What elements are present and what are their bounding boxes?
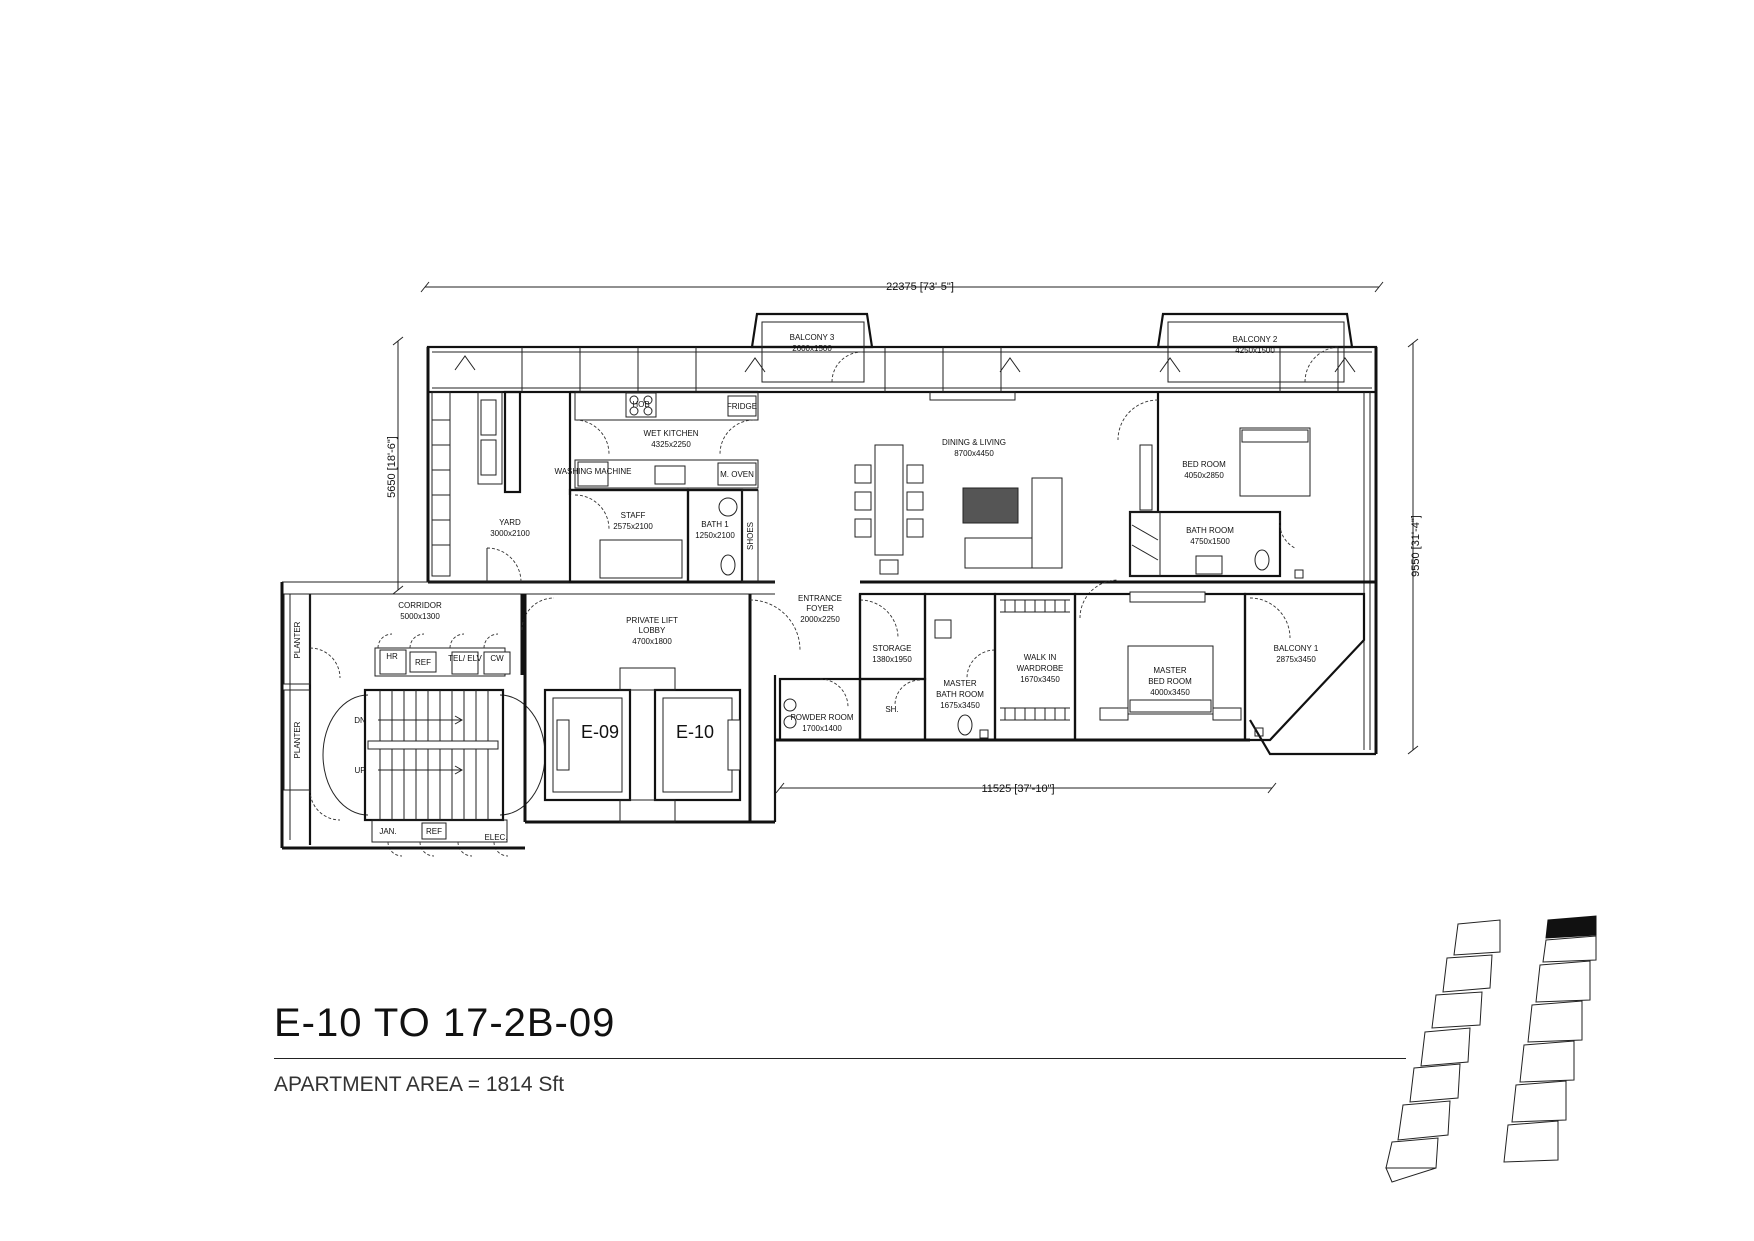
powder-room-label: POWDER ROOM: [790, 713, 853, 722]
dining-living-size: 8700x4450: [954, 449, 994, 458]
dim-overall-width: 22375 [73'-5"]: [886, 281, 954, 293]
entrance-foyer-label: ENTRANCE: [798, 594, 842, 603]
dim-right-height: 9550 [31'-4"]: [1410, 515, 1422, 577]
bathroom-label: BATH ROOM: [1186, 526, 1234, 535]
walk-in-wardrobe-label: WALK IN: [1024, 653, 1057, 662]
exterior-walls: BALCONY 3 2600x1500 BALCONY 2 4250x1500: [282, 312, 1378, 756]
walk-in-wardrobe-label2: WARDROBE: [1017, 664, 1064, 673]
wardrobe-hangers: [1000, 599, 1070, 721]
master-bedroom-size: 4000x3450: [1150, 688, 1190, 697]
bath1-label: BATH 1: [701, 520, 729, 529]
shoes-label: SHOES: [746, 522, 755, 550]
bathroom-size: 4750x1500: [1190, 537, 1230, 546]
dim-bottom-width: 11525 [37'-10"]: [981, 783, 1054, 795]
dn-label: DN: [354, 716, 366, 725]
corridor-label: CORRIDOR: [398, 601, 442, 610]
bedroom-size: 4050x2850: [1184, 471, 1224, 480]
wet-kitchen-size: 4325x2250: [651, 440, 691, 449]
m-oven-label: M. OVEN: [720, 470, 754, 479]
planter-top-label: PLANTER: [293, 621, 302, 658]
title-divider: [274, 1058, 1406, 1059]
storage-size: 1380x1950: [872, 655, 912, 664]
balcony2-label: BALCONY 2: [1233, 335, 1278, 344]
balcony1-size: 2875x3450: [1276, 655, 1316, 664]
stair-treads: [379, 690, 489, 820]
tel-elv-label: TEL/ ELV: [448, 654, 482, 663]
key-plan: [1385, 915, 1597, 1183]
hr-label: HR: [386, 652, 398, 661]
private-lift-lobby-size: 4700x1800: [632, 637, 672, 646]
corridor-size: 5000x1300: [400, 612, 440, 621]
yard: YARD 3000x2100: [431, 390, 572, 583]
master-bedroom-label: MASTER: [1153, 666, 1187, 675]
master-bathroom-label: MASTER: [943, 679, 977, 688]
balcony2-size: 4250x1500: [1235, 346, 1275, 355]
storage-label: STORAGE: [873, 644, 912, 653]
unit-e09-label: E-09: [581, 722, 619, 742]
unit-title: E-10 TO 17-2B-09: [274, 1001, 616, 1045]
planter-bottom-label: PLANTER: [293, 721, 302, 758]
balcony1-label: BALCONY 1: [1274, 644, 1319, 653]
yard-label: YARD: [499, 518, 521, 527]
bedroom-label: BED ROOM: [1182, 460, 1226, 469]
unit-e10-label: E-10: [676, 722, 714, 742]
balcony3-label: BALCONY 3: [790, 333, 835, 342]
entrance-foyer-label2: FOYER: [806, 604, 834, 613]
wet-kitchen: HOB FRIDGE WET KITCHEN 4325x2250 WASHING…: [554, 390, 759, 492]
master-bathroom-label2: BATH ROOM: [936, 690, 984, 699]
cw-label: CW: [490, 654, 504, 663]
elec-label: ELEC.: [484, 833, 507, 842]
bath1-size: 1250x2100: [695, 531, 735, 540]
key-plan-left-tower: [1385, 919, 1501, 1183]
ref2-label: REF: [426, 827, 442, 836]
apartment-area: APARTMENT AREA = 1814 Sft: [274, 1073, 565, 1096]
bedroom-zone: BED ROOM 4050x2850 BATH ROOM 4750x1500: [1117, 392, 1311, 579]
fridge-label: FRIDGE: [727, 402, 757, 411]
dining-living: DINING & LIVING 8700x4450: [854, 391, 1063, 575]
key-plan-highlighted-unit: [1545, 915, 1597, 939]
hob-label: HOB: [632, 400, 649, 409]
sh-label: SH.: [885, 705, 898, 714]
lower-block: PLANTER PLANTER CORRIDOR 5000x1300 HR RE…: [280, 579, 1366, 857]
wet-kitchen-label: WET KITCHEN: [644, 429, 699, 438]
jan-label: JAN.: [379, 827, 396, 836]
key-plan-right-tower: [1503, 915, 1597, 1163]
master-bedroom-label2: BED ROOM: [1148, 677, 1192, 686]
walk-in-wardrobe-size: 1670x3450: [1020, 675, 1060, 684]
staff-size: 2575x2100: [613, 522, 653, 531]
yard-size: 3000x2100: [490, 529, 530, 538]
powder-room-size: 1700x1400: [802, 724, 842, 733]
dining-living-label: DINING & LIVING: [942, 438, 1006, 447]
private-lift-lobby-label2: LOBBY: [639, 626, 666, 635]
dim-left-height: 5650 [18'-6"]: [386, 436, 398, 498]
private-lift-lobby-label: PRIVATE LIFT: [626, 616, 678, 625]
dimension-lines: 22375 [73'-5"] 5650 [18'-6"] 9550 [31'-4…: [386, 281, 1422, 795]
balcony3-size: 2600x1500: [792, 344, 832, 353]
entrance-foyer-size: 2000x2250: [800, 615, 840, 624]
up-label: UP: [354, 766, 365, 775]
washing-machine-label: WASHING MACHINE: [554, 467, 631, 476]
master-bathroom-size: 1675x3450: [940, 701, 980, 710]
ref-label: REF: [415, 658, 431, 667]
staff-and-bath: STAFF 2575x2100 BATH 1 1250x2100 SHOES: [568, 488, 759, 584]
staff-label: STAFF: [621, 511, 646, 520]
